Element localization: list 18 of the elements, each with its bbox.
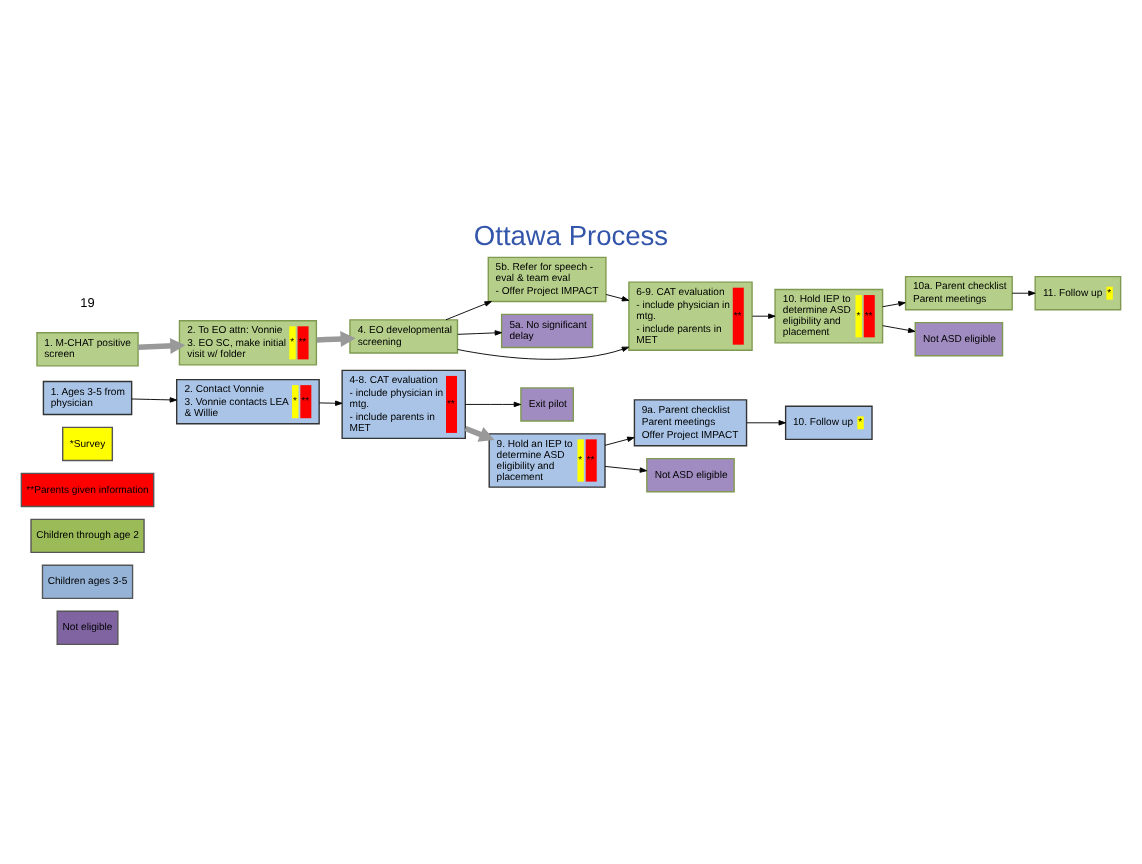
arrow (605, 294, 630, 302)
arrow (138, 338, 186, 354)
arrow (746, 420, 786, 426)
arrow (457, 330, 503, 336)
arrow (445, 301, 492, 321)
arrow (882, 301, 906, 308)
arrow (752, 313, 776, 319)
arrow (464, 425, 495, 442)
arrow (457, 346, 630, 360)
arrow (131, 397, 178, 403)
arrow (604, 465, 647, 473)
arrow (319, 400, 343, 406)
arrow (882, 325, 916, 333)
diagram-title: Ottawa Process (473, 221, 669, 252)
arrow (465, 401, 522, 408)
arrow (316, 331, 356, 347)
arrow (604, 436, 635, 446)
arrow (1011, 290, 1036, 296)
